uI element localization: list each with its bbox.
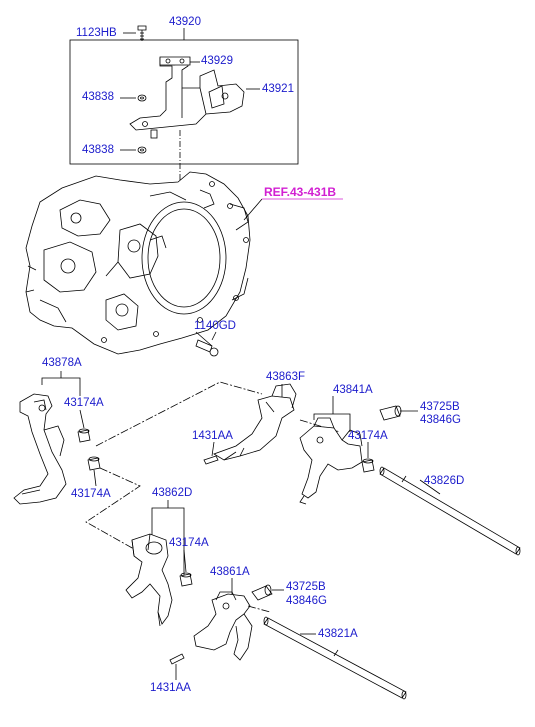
pin-1431AA-lower-icon — [169, 653, 185, 665]
label-43838-lower[interactable]: 43838 — [82, 144, 114, 156]
label-43821A[interactable]: 43821A — [318, 628, 358, 640]
label-43838-upper[interactable]: 43838 — [82, 91, 114, 103]
bushing-icon — [150, 129, 158, 139]
bushing-43174A-4-icon — [179, 572, 193, 587]
label-43920[interactable]: 43920 — [169, 16, 201, 28]
fork-43841A-icon — [299, 417, 363, 505]
label-43174A-4[interactable]: 43174A — [169, 537, 209, 549]
centerline-rail-2 — [247, 605, 271, 613]
label-1123HB[interactable]: 1123HB — [76, 27, 117, 39]
label-1431AA-upper[interactable]: 1431AA — [192, 430, 233, 442]
label-43826D[interactable]: 43826D — [424, 475, 465, 487]
plate-43929-icon — [159, 56, 191, 66]
shift-rail-43821A-icon — [263, 616, 407, 700]
leader-1140GD-label — [211, 331, 217, 341]
pin-1431AA-upper-icon — [203, 455, 219, 465]
fork-43862D-icon — [125, 533, 173, 627]
fork-43863F-icon — [213, 383, 297, 461]
fork-43861A-icon — [193, 591, 253, 661]
leader-43174A-4 — [183, 549, 187, 573]
leader-43174A-2 — [93, 469, 97, 487]
centerline-fork-2 — [85, 467, 151, 559]
leader-1140GD — [195, 331, 213, 347]
label-43725B-upper[interactable]: 43725B — [420, 401, 460, 413]
detent-plug-lower-icon — [251, 584, 273, 601]
label-43863F[interactable]: 43863F — [266, 371, 306, 383]
label-43725B-lower[interactable]: 43725B — [286, 581, 326, 593]
bushing-43174A-3-icon — [361, 458, 375, 473]
label-ref-43-431B[interactable]: REF.43-431B — [264, 185, 337, 199]
fork-43878A-icon — [13, 393, 67, 505]
centerline-fork-1 — [95, 381, 263, 447]
leader-43826D — [419, 479, 441, 495]
bolt-1123HB-icon — [137, 25, 147, 41]
transaxle-case-icon — [25, 171, 251, 355]
bushing-43174A-1-icon — [77, 428, 91, 443]
label-43846G-upper[interactable]: 43846G — [420, 414, 461, 426]
bracket-43921-icon — [129, 57, 245, 131]
leader-1431AA-upper — [211, 441, 215, 457]
label-43862D[interactable]: 43862D — [152, 487, 193, 499]
label-43841A[interactable]: 43841A — [333, 384, 373, 396]
detent-plug-upper-icon — [379, 405, 402, 421]
label-43878A[interactable]: 43878A — [42, 357, 82, 369]
washer-43838-upper-icon — [137, 94, 147, 102]
label-43929[interactable]: 43929 — [201, 55, 233, 67]
bolt-1140GD-icon — [195, 339, 219, 357]
leader-ref — [243, 198, 263, 221]
bracket-43841A — [313, 413, 351, 432]
leader-43174A-1 — [79, 409, 85, 429]
bushing-43174A-2-icon — [87, 456, 101, 471]
label-43174A-1[interactable]: 43174A — [64, 397, 104, 409]
label-43861A[interactable]: 43861A — [210, 566, 250, 578]
label-1140GD[interactable]: 1140GD — [194, 320, 236, 332]
label-43174A-3[interactable]: 43174A — [348, 430, 388, 442]
label-43921[interactable]: 43921 — [262, 83, 294, 95]
label-43174A-2[interactable]: 43174A — [71, 488, 111, 500]
washer-43838-lower-icon — [137, 146, 147, 154]
label-43846G-lower[interactable]: 43846G — [286, 595, 327, 607]
label-1431AA-lower[interactable]: 1431AA — [150, 682, 191, 694]
bracket-43878A — [41, 377, 81, 396]
shift-rail-43826D-icon — [379, 466, 521, 556]
